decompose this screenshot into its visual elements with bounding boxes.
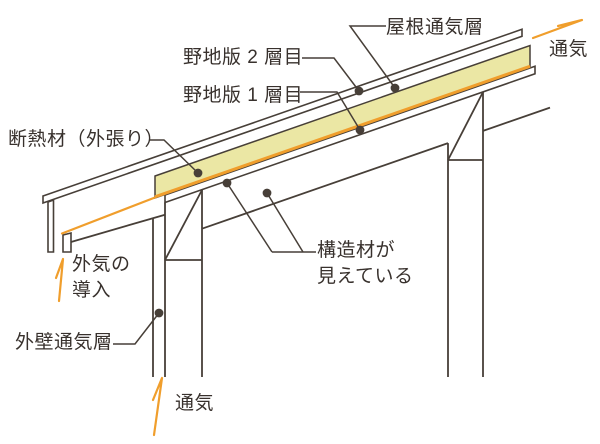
- outside-air-label-line2: 導入: [72, 280, 112, 301]
- leader-wall-vent: [113, 312, 160, 345]
- outside-air-label: 外気の 導入: [72, 252, 131, 304]
- dot-sheathing-1st: [355, 125, 365, 135]
- right-post: [447, 91, 484, 377]
- airflow-arrows: [54, 18, 584, 437]
- structure-visible-label-line2: 見えている: [317, 266, 414, 287]
- wall-vent-layer-label: 外壁通気層: [15, 332, 113, 353]
- roof-vent-layer-label: 屋根通気層: [386, 17, 484, 38]
- reference-dots: [154, 83, 400, 318]
- vent-arrow-bottom-icon: [151, 376, 164, 437]
- leader-sheathing-1st: [300, 91, 361, 131]
- dot-structure-1: [222, 178, 232, 188]
- sheathing-2nd-label: 野地版 2 層目: [183, 47, 304, 68]
- leader-insulation: [150, 139, 198, 173]
- leader-sheathing-2nd: [302, 57, 360, 92]
- dot-sheathing-2nd: [354, 86, 364, 96]
- rafter-bottom-lines: [201, 106, 551, 230]
- outside-air-label-line1: 外気の: [72, 254, 131, 275]
- eave-air-path-line: [60, 196, 157, 235]
- insulation-label: 断熱材（外張り）: [8, 129, 165, 150]
- insulation-bottom-orange-edge: [154, 64, 531, 199]
- leader-lines: [113, 25, 396, 345]
- leader-roof-vent: [348, 25, 396, 89]
- vent-top-label: 通気: [549, 39, 589, 60]
- leader-structure-1: [226, 182, 273, 253]
- fascia-board: [47, 198, 55, 253]
- structure-visible-label: 構造材が 見えている: [317, 238, 414, 290]
- eave-detail: [47, 198, 166, 253]
- sheathing-1st-label: 野地版 1 層目: [183, 85, 304, 106]
- dot-structure-2: [262, 188, 272, 198]
- leader-structure-2: [266, 192, 304, 253]
- vent-arrow-top-icon: [531, 18, 584, 40]
- structure-visible-label-line1: 構造材が: [317, 240, 396, 261]
- dot-wall-vent-layer: [154, 308, 164, 318]
- outside-air-arrow-icon: [54, 257, 65, 303]
- dot-roof-vent-layer: [390, 83, 400, 93]
- left-wall: [152, 189, 203, 377]
- soffit-line: [70, 213, 166, 243]
- soffit-vent-board: [62, 231, 72, 253]
- sheathing-2nd-layer: [42, 28, 523, 205]
- vent-bottom-label: 通気: [175, 393, 215, 414]
- top-plate-diagonal: [164, 189, 203, 261]
- dot-insulation: [193, 168, 203, 178]
